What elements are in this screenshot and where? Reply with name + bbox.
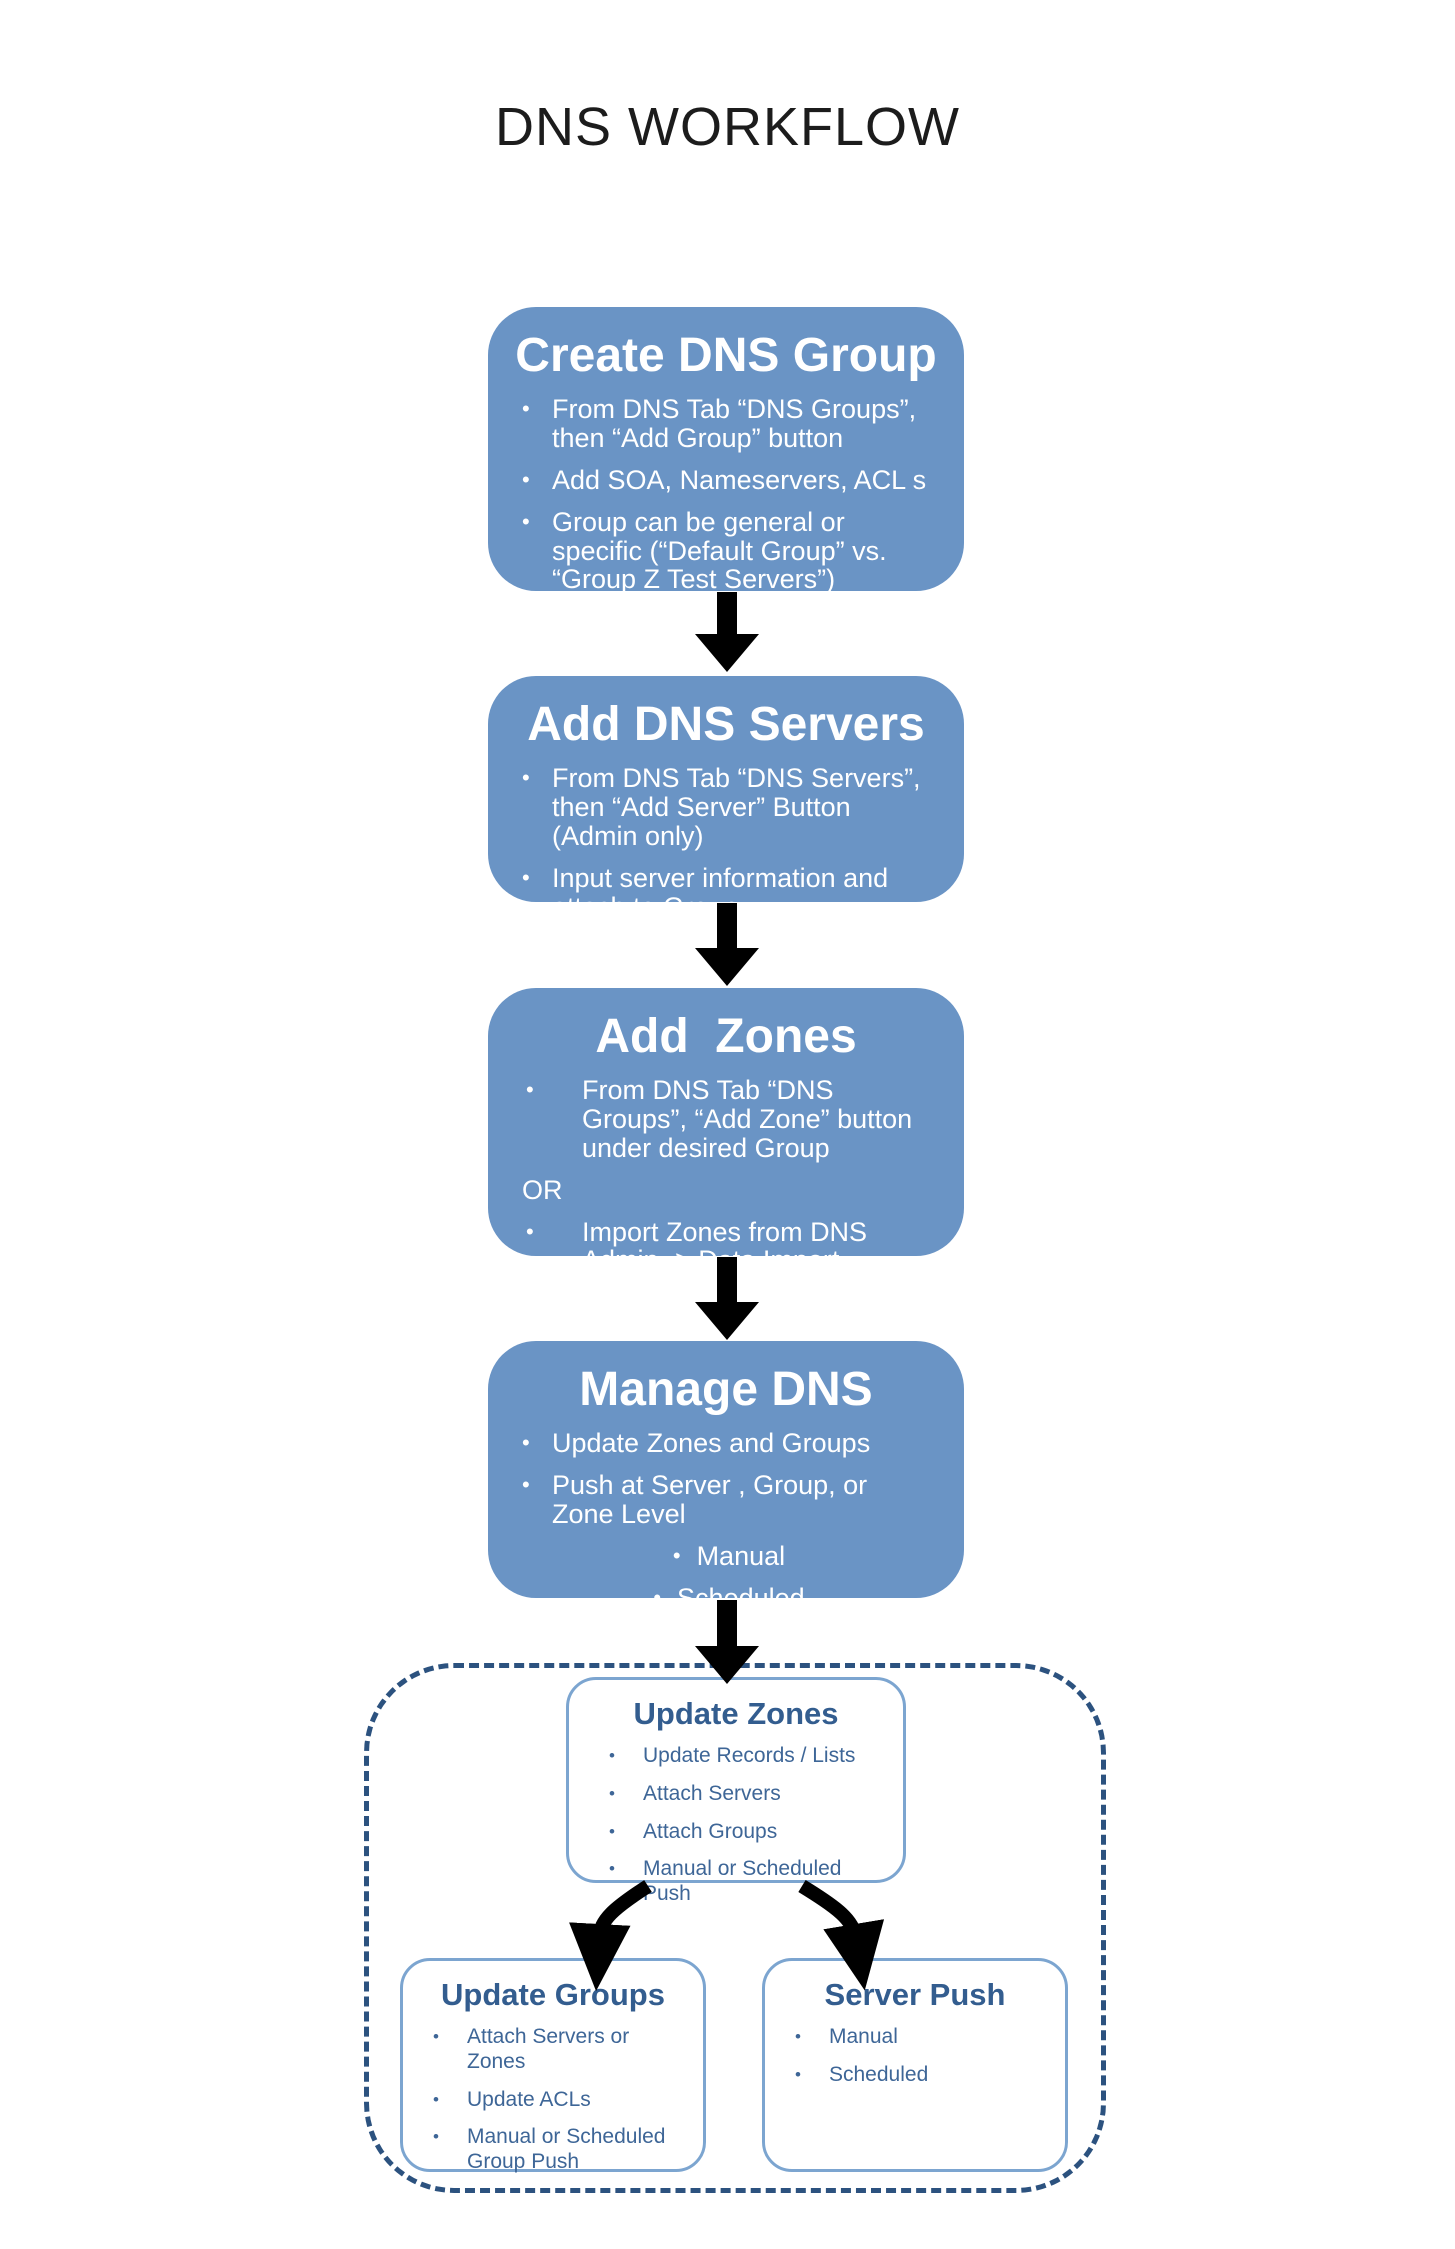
bullet-item: • From DNS Tab “DNS Groups”, then “Add Gr…: [522, 395, 936, 453]
bullet-text: Scheduled: [677, 1582, 805, 1613]
bullet-dot-icon: •: [522, 396, 530, 421]
bullet-dot-icon: •: [609, 1746, 615, 1765]
bullet-dot-icon: •: [609, 1821, 615, 1841]
bullet-text: Import Zones from DNS Admin -> Data Impo…: [582, 1216, 868, 1276]
bullet-dot-icon: •: [522, 508, 530, 534]
flow-box-title: Add DNS Servers: [527, 698, 925, 751]
bullet-item: • Attach Servers: [609, 1782, 887, 1807]
bullet-item: • Manual: [795, 2025, 1049, 2050]
flow-box-create-dns-group: Create DNS Group • From DNS Tab “DNS Grou…: [488, 307, 964, 594]
page-title: DNS WORKFLOW: [495, 97, 960, 157]
detail-box-update-zones: Update Zones • Update Records / Lists • Att…: [566, 1677, 906, 1905]
bullet-item: • Manual or Scheduled Push: [609, 1857, 887, 1907]
flow-box-title: Manage DNS: [579, 1363, 873, 1416]
bullet-text: Update ACLs: [467, 2087, 591, 2111]
bullet-list: • Manual • Scheduled: [765, 2025, 1065, 2088]
detail-box-server-push: Server Push • Manual • Scheduled: [762, 1958, 1068, 2172]
bullet-item: • Input server information and attach to …: [522, 862, 936, 922]
bullet-text: Update Records / Lists: [643, 1744, 856, 1767]
bullet-text: Push at Server , Group, or Zone Level: [552, 1469, 868, 1529]
bullet-item: • Update Records / Lists: [609, 1744, 887, 1769]
bullet-text: Manual: [696, 1540, 786, 1571]
detail-box-title: Server Push: [824, 1977, 1006, 2012]
down-arrow-icon: [717, 592, 737, 634]
bullet-text: From DNS Tab “DNS Groups”, then “Add Gro…: [552, 394, 917, 453]
bullet-text: Attach Servers: [643, 1781, 781, 1805]
bullet-dot-icon: •: [653, 1584, 662, 1610]
bullet-item: • Scheduled: [522, 1582, 936, 1613]
bullet-text: From DNS Tab “DNS Servers”, then “Add Se…: [552, 763, 921, 851]
bullet-dot-icon: •: [522, 1430, 530, 1455]
bullet-text: Manual: [829, 2025, 898, 2048]
bullet-list: • From DNS Tab “DNS Groups”, “Add Zone” b…: [488, 1076, 964, 1275]
bullet-dot-icon: •: [795, 2064, 801, 2084]
bullet-text: From DNS Tab “DNS Groups”, “Add Zone” bu…: [582, 1075, 913, 1163]
bullet-text: Attach Servers or Zones: [467, 2025, 630, 2073]
bullet-list: • From DNS Tab “DNS Servers”, then “Add S…: [488, 764, 964, 921]
bullet-item: • Group can be general or specific (“Defa…: [522, 506, 936, 595]
bullet-list: • Attach Servers or Zones • Update ACLs • Man…: [403, 2025, 703, 2175]
detail-box-update-groups: Update Groups • Attach Servers or Zones • U…: [400, 1958, 706, 2175]
bullet-dot-icon: •: [522, 765, 530, 790]
bullet-item: • Add SOA, Nameservers, ACL s: [522, 464, 936, 495]
bullet-dot-icon: •: [433, 2027, 439, 2046]
bullet-item: • From DNS Tab “DNS Groups”, “Add Zone” b…: [522, 1076, 936, 1163]
bullet-dot-icon: •: [522, 864, 530, 890]
bullet-item: • Manual: [522, 1540, 936, 1571]
bullet-item: • From DNS Tab “DNS Servers”, then “Add S…: [522, 764, 936, 851]
bullet-list: • Update Records / Lists • Attach Servers • A…: [569, 1744, 903, 1907]
bullet-dot-icon: •: [433, 2089, 439, 2109]
bullet-text: Scheduled: [829, 2062, 929, 2086]
bullet-text: Input server information and attach to G…: [552, 862, 889, 922]
bullet-list: • From DNS Tab “DNS Groups”, then “Add Gr…: [488, 395, 964, 594]
bullet-item: • Push at Server , Group, or Zone Level: [522, 1469, 936, 1529]
bullet-dot-icon: •: [672, 1542, 681, 1568]
bullet-text: Add SOA, Nameservers, ACL s: [552, 464, 927, 495]
bullet-item: • Update Zones and Groups: [522, 1429, 936, 1458]
bullet-dot-icon: •: [526, 1077, 534, 1102]
flow-box-title: Create DNS Group: [515, 329, 937, 382]
bullet-dot-icon: •: [526, 1218, 534, 1244]
bullet-dot-icon: •: [795, 2027, 801, 2046]
flow-box-manage-dns: Manage DNS • Update Zones and Groups • Push…: [488, 1341, 964, 1612]
bullet-text: Attach Groups: [643, 1819, 778, 1843]
flow-box-add-dns-servers: Add DNS Servers • From DNS Tab “DNS Serve…: [488, 676, 964, 921]
bullet-item: • Attach Groups: [609, 1820, 887, 1845]
bullet-text: Manual or Scheduled Group Push: [467, 2125, 666, 2174]
detail-box-title: Update Zones: [633, 1696, 839, 1731]
bullet-text: Group can be general or specific (“Defau…: [552, 506, 887, 595]
bullet-item: • Import Zones from DNS Admin -> Data Imp…: [522, 1216, 936, 1276]
bullet-item: • Manual or Scheduled Group Push: [433, 2125, 687, 2175]
flow-box-title: Add Zones: [595, 1010, 857, 1063]
flow-box-add-zones: Add Zones • From DNS Tab “DNS Groups”, “A…: [488, 988, 964, 1275]
bullet-item: • Scheduled: [795, 2063, 1049, 2088]
bullet-dot-icon: •: [522, 466, 530, 492]
bullet-item: • Update ACLs: [433, 2088, 687, 2113]
bullet-dot-icon: •: [522, 1471, 530, 1497]
bullet-dot-icon: •: [433, 2127, 439, 2147]
bullet-dot-icon: •: [609, 1783, 615, 1803]
down-arrow-icon: [717, 1257, 737, 1302]
down-arrow-icon: [717, 1600, 737, 1646]
bullet-item: • Attach Servers or Zones: [433, 2025, 687, 2075]
bullet-text: Manual or Scheduled Push: [643, 1857, 842, 1906]
down-arrow-icon: [717, 903, 737, 948]
bullet-text: Update Zones and Groups: [552, 1428, 871, 1458]
bullet-item: •OR: [522, 1174, 936, 1205]
bullet-list: • Update Zones and Groups • Push at Server …: [488, 1429, 964, 1612]
bullet-dot-icon: •: [609, 1859, 615, 1879]
detail-box-title: Update Groups: [441, 1977, 665, 2012]
bullet-text: OR: [522, 1174, 563, 1205]
